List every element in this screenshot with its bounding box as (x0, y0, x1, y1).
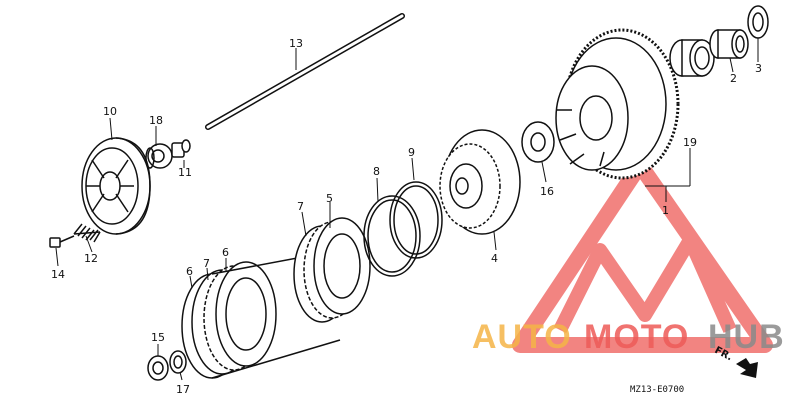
label-11: 11 (178, 166, 192, 179)
watermark-auto: AUTO (472, 318, 572, 356)
washer-part-3 (747, 5, 769, 39)
label-13: 13 (289, 37, 303, 50)
bearing-part-18 (145, 143, 173, 169)
thrust-washer-part-16 (521, 121, 555, 163)
label-7b: 7 (297, 200, 304, 213)
rod-part-13 (205, 13, 405, 130)
spring-part-12 (73, 223, 101, 243)
diagram-code: MZ13-E0700 (630, 385, 684, 395)
nut-part-15 (147, 355, 169, 381)
label-1: 1 (662, 204, 669, 217)
label-12: 12 (84, 252, 98, 265)
label-18: 18 (149, 114, 163, 127)
needle-bearing-part-19 (669, 39, 715, 77)
clutch-outer-part-1 (555, 28, 680, 180)
clutch-center-part-4 (439, 129, 521, 235)
label-9: 9 (408, 146, 415, 159)
clutch-plate-stack-6-7 (181, 249, 341, 379)
label-14: 14 (51, 268, 65, 281)
washer-part-17 (169, 350, 187, 374)
arrow-right-down-icon (736, 358, 758, 378)
ring-part-8 (363, 195, 421, 277)
ring-part-9 (389, 181, 443, 259)
part-labels: 1 2 3 4 5 6 6 7 7 8 9 10 11 12 13 14 15 … (51, 37, 762, 396)
lifter-part-11 (171, 139, 191, 158)
leader-lines (55, 38, 759, 381)
watermark-logo (512, 157, 773, 353)
label-16: 16 (540, 185, 554, 198)
label-3: 3 (755, 62, 762, 75)
pressure-plate-part-10 (81, 137, 151, 235)
watermark-text: AUTO MOTO HUB (472, 318, 785, 356)
label-6a: 6 (186, 265, 193, 278)
label-7a: 7 (203, 257, 210, 270)
watermark-hub: HUB (708, 318, 785, 356)
watermark-moto: MOTO (584, 318, 689, 356)
label-4: 4 (491, 252, 498, 265)
label-19: 19 (683, 136, 697, 149)
clutch-plate-stack-5-7 (293, 217, 371, 323)
label-2: 2 (730, 72, 737, 85)
label-17: 17 (176, 383, 190, 396)
bolt-part-14 (49, 235, 75, 248)
collar-part-2 (709, 29, 749, 59)
label-8: 8 (373, 165, 380, 178)
label-15: 15 (151, 331, 165, 344)
label-10: 10 (103, 105, 117, 118)
label-6b: 6 (222, 246, 229, 259)
label-5: 5 (326, 192, 333, 205)
